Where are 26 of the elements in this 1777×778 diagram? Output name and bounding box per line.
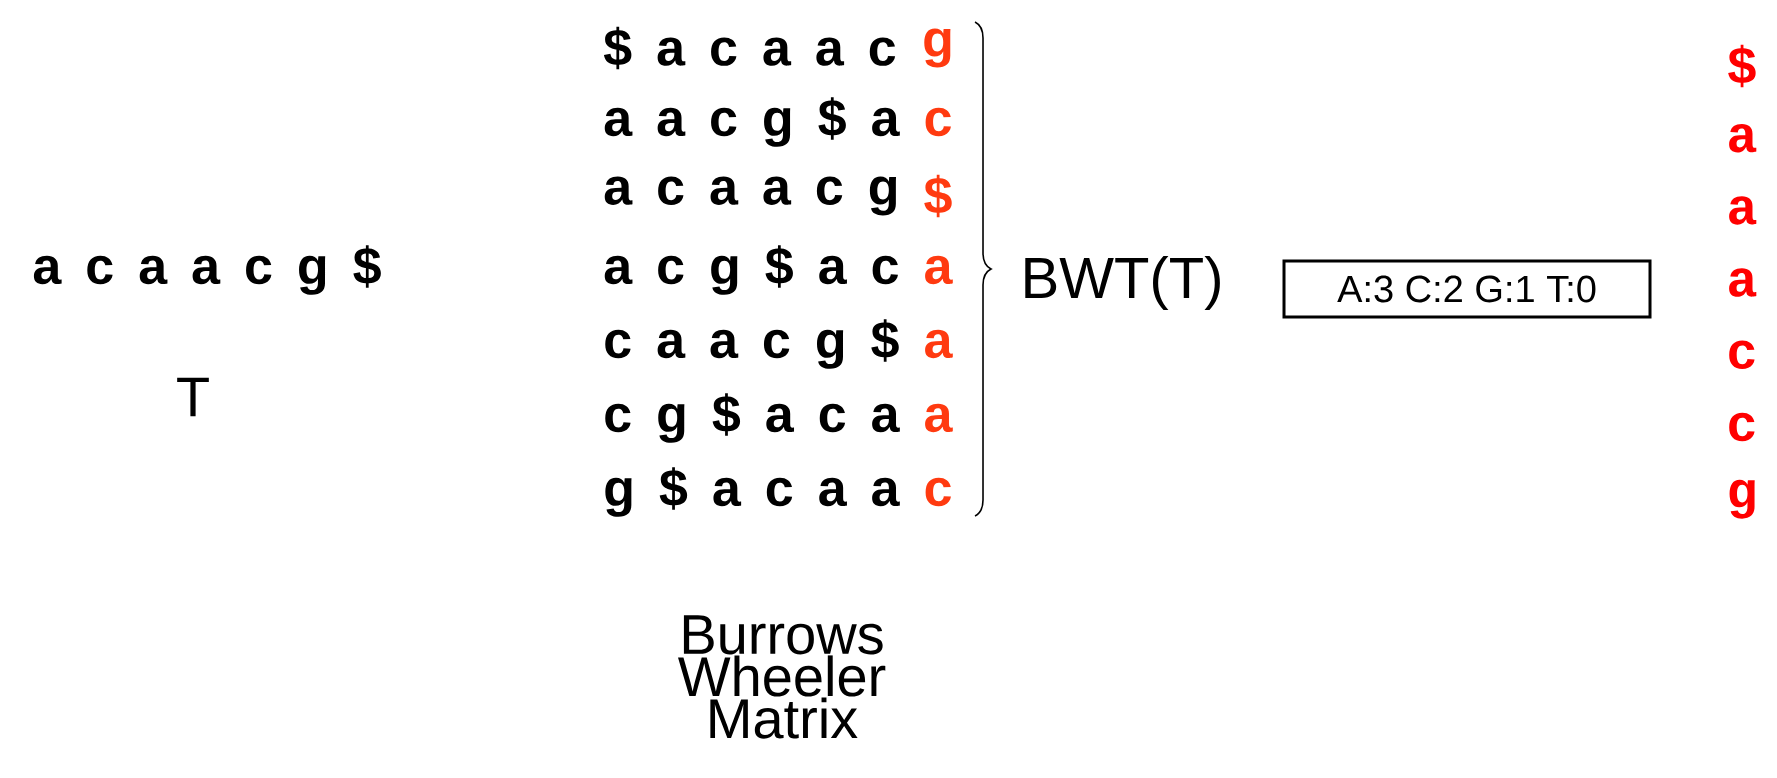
last-column-letter: $ — [924, 174, 952, 218]
text-string: a c a a c g $ — [33, 245, 381, 295]
matrix-row: g $ a c a a — [605, 467, 900, 517]
matrix-row: a a c g $ a — [604, 97, 900, 147]
matrix-caption: Burrows Wheeler Matrix — [678, 615, 886, 739]
last-column-letter: a — [925, 255, 953, 285]
count-box: A:3 C:2 G:1 T:0 — [1282, 259, 1652, 319]
last-column-letter: a — [925, 403, 953, 433]
last-column-letter: c — [925, 477, 951, 507]
last-column-letter: c — [925, 107, 951, 137]
bwt-letter: a — [1729, 196, 1757, 225]
matrix-row: c g $ a c a — [605, 393, 900, 443]
bwt-letter: $ — [1728, 44, 1756, 88]
bwt-letter: c — [1729, 412, 1755, 442]
matrix-row: c a a c g $ — [605, 319, 899, 369]
bwt-letter: g — [1729, 479, 1755, 519]
last-column-letter: a — [925, 329, 953, 359]
string-label: T — [177, 377, 209, 417]
bwt-letter: a — [1729, 268, 1757, 297]
matrix-row: a c a a c g — [604, 176, 897, 216]
matrix-row: $ a c a a c — [603, 26, 896, 70]
bwt-label: BWT(T) — [1025, 255, 1220, 310]
last-column-letter: g — [924, 28, 951, 68]
bwt-letter: c — [1729, 340, 1755, 370]
bwt-letter: a — [1729, 123, 1757, 153]
matrix-row: a c g $ a c — [604, 245, 898, 295]
